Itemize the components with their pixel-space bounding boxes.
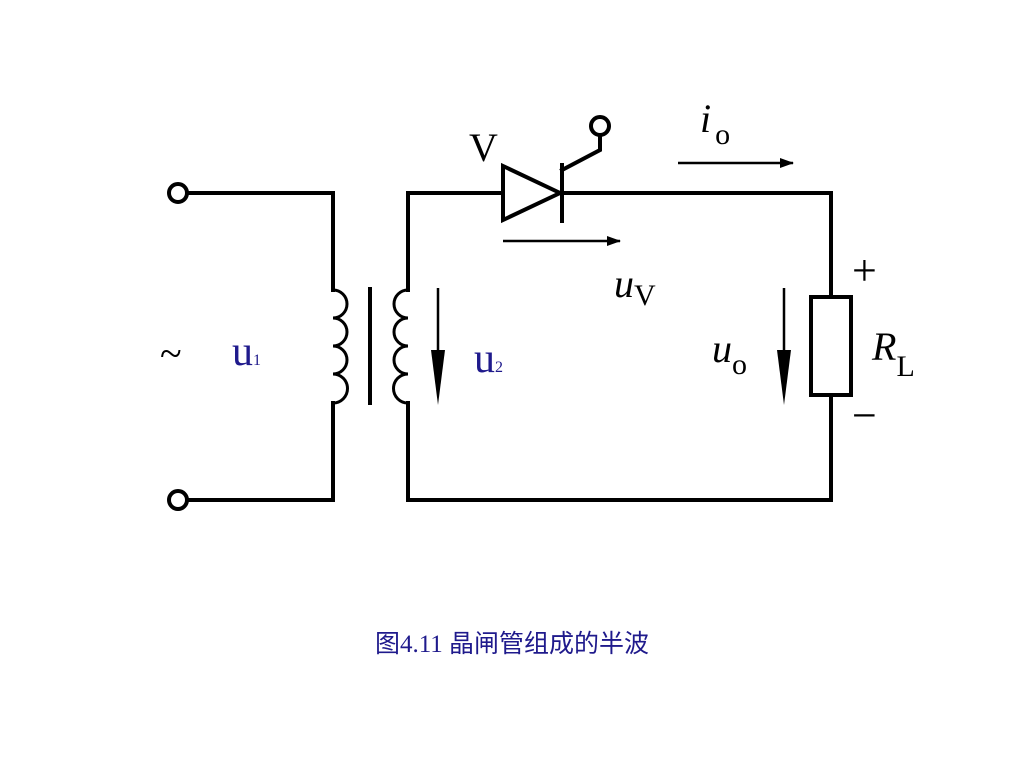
rl-label: RL — [871, 324, 915, 383]
primary-wire-top — [185, 191, 335, 292]
uo-label: uo — [712, 326, 747, 381]
uv-label: uV — [614, 261, 656, 312]
u2-arrow — [431, 288, 445, 405]
u2-label: u2 — [474, 336, 503, 382]
gate-terminal — [589, 115, 611, 137]
secondary-circuit — [406, 191, 833, 502]
minus-sign: − — [852, 391, 877, 440]
primary-circuit — [167, 182, 335, 511]
primary-wire-bottom — [185, 401, 335, 502]
primary-coil — [332, 288, 349, 405]
input-terminal-bottom — [167, 489, 189, 511]
plus-sign: + — [852, 246, 877, 295]
secondary-coil — [392, 288, 409, 405]
transformer — [332, 287, 409, 405]
ac-source-symbol: ~ — [160, 331, 182, 376]
thyristor-label: V — [469, 125, 498, 170]
secondary-wire-top-right — [560, 191, 833, 299]
thyristor-symbol — [501, 115, 611, 224]
load-resistor — [809, 295, 853, 397]
uo-arrow — [777, 288, 791, 405]
thyristor-anode-triangle — [501, 162, 565, 224]
secondary-wire-bottom — [406, 393, 833, 502]
u1-label: u1 — [232, 329, 261, 375]
thyristor-gate-lead — [559, 133, 602, 173]
figure-caption: 图4.11 晶闸管组成的半波 — [374, 631, 650, 658]
secondary-wire-top-left — [406, 191, 505, 292]
input-terminal-top — [167, 182, 189, 204]
